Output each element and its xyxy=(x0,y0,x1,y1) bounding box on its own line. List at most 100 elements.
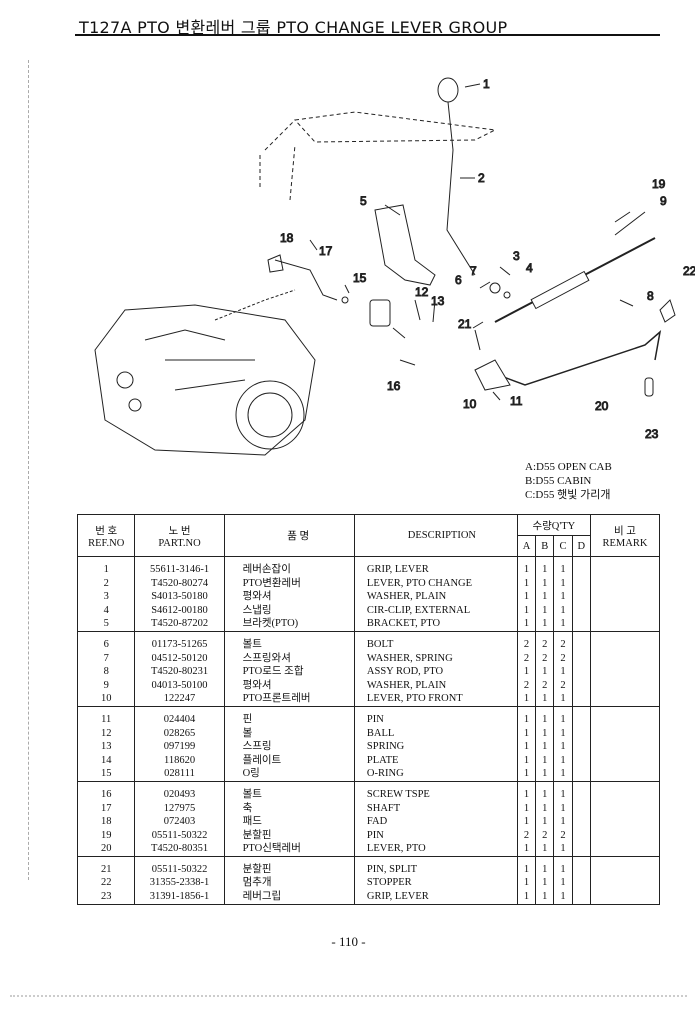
cell-d xyxy=(571,712,591,727)
cell-part: 072403 xyxy=(134,815,225,829)
callout-11: 11 xyxy=(510,394,523,408)
cell-b: 1 xyxy=(535,665,555,679)
callout-21: 21 xyxy=(458,317,472,331)
cell-kname: 볼 xyxy=(223,726,355,741)
group-spacer xyxy=(76,556,661,563)
binding-margin-line xyxy=(28,60,29,880)
page-title: T127A PTO 변환레버 그룹 PTO CHANGE LEVER GROUP xyxy=(79,18,508,37)
cell-b: 1 xyxy=(535,603,555,618)
cell-desc: WASHER, SPRING xyxy=(353,651,518,666)
cell-b: 1 xyxy=(535,842,555,857)
cell-a: 2 xyxy=(516,651,537,666)
parts-table: 번 호 REF.NO 노 번 PART.NO 품 명 DESCRIPTION 수… xyxy=(76,514,661,905)
callout-22: 22 xyxy=(683,264,695,278)
cell-ref: 22 xyxy=(76,876,136,891)
cell-part: 020493 xyxy=(134,787,225,802)
cell-c: 1 xyxy=(553,767,573,782)
cell-a: 1 xyxy=(516,576,537,591)
cell-kname: O링 xyxy=(223,767,355,782)
cell-a: 1 xyxy=(516,590,537,604)
cell-kname: PTO프론트레버 xyxy=(223,692,355,707)
cell-desc: PIN xyxy=(353,712,518,727)
cell-c: 1 xyxy=(553,876,573,891)
cell-kname: 평와셔 xyxy=(223,678,355,693)
cell-b: 1 xyxy=(535,617,555,632)
cell-ref: 3 xyxy=(76,590,136,604)
grip-lever-part xyxy=(644,377,654,397)
cell-part: 31391-1856-1 xyxy=(134,890,225,905)
cell-desc: ASSY ROD, PTO xyxy=(353,665,518,679)
cell-ref: 7 xyxy=(76,651,136,666)
cell-d xyxy=(571,801,591,816)
cell-rem xyxy=(589,815,661,829)
cell-part: 118620 xyxy=(134,753,225,768)
cell-part: 122247 xyxy=(134,692,225,707)
cell-d xyxy=(571,576,591,591)
cell-c: 1 xyxy=(553,590,573,604)
cell-rem xyxy=(589,576,661,591)
cell-c: 1 xyxy=(553,692,573,707)
cell-desc: PIN xyxy=(353,828,518,843)
exploded-parts-diagram: 1 2 3 4 5 6 7 8 9 10 11 12 13 15 16 17 1… xyxy=(55,60,697,460)
cell-desc: WASHER, PLAIN xyxy=(353,678,518,693)
cell-rem xyxy=(589,563,661,577)
cell-d xyxy=(571,637,591,652)
cell-part: 127975 xyxy=(134,801,225,816)
cell-kname: 평와셔 xyxy=(223,590,355,604)
cell-b: 1 xyxy=(535,876,555,891)
cell-d xyxy=(571,862,591,877)
col-part: 노 번 PART.NO xyxy=(134,514,225,557)
cell-ref: 8 xyxy=(76,665,136,679)
cell-kname: 축 xyxy=(223,801,355,816)
cell-a: 1 xyxy=(516,740,537,754)
callout-2: 2 xyxy=(478,171,485,185)
cell-a: 1 xyxy=(516,842,537,857)
cell-b: 1 xyxy=(535,590,555,604)
cell-rem xyxy=(589,603,661,618)
col-desc: DESCRIPTION xyxy=(353,514,518,557)
cell-rem xyxy=(589,590,661,604)
cell-rem xyxy=(589,617,661,632)
cell-desc: BALL xyxy=(353,726,518,741)
cell-c: 2 xyxy=(553,828,573,843)
cell-rem xyxy=(589,678,661,693)
cell-d xyxy=(571,590,591,604)
cell-rem xyxy=(589,828,661,843)
cell-kname: 멈추개 xyxy=(223,876,355,891)
cell-b: 1 xyxy=(535,767,555,782)
cell-d xyxy=(571,651,591,666)
cell-b: 1 xyxy=(535,563,555,577)
change-lever-part xyxy=(447,101,454,151)
callout-23: 23 xyxy=(645,427,659,441)
cell-c: 1 xyxy=(553,563,573,577)
cell-c: 1 xyxy=(553,890,573,905)
cell-b: 1 xyxy=(535,692,555,707)
cell-rem xyxy=(589,740,661,754)
callout-4: 4 xyxy=(526,261,533,275)
plate-part xyxy=(369,299,391,327)
cell-c: 2 xyxy=(553,637,573,652)
col-ref: 번 호 REF.NO xyxy=(76,514,136,557)
diagram-canvas: 1 2 3 4 5 6 7 8 9 10 11 12 13 15 16 17 1… xyxy=(94,77,697,456)
cell-a: 1 xyxy=(516,603,537,618)
cell-ref: 14 xyxy=(76,753,136,768)
col-kname: 품 명 xyxy=(223,514,355,557)
legend-a: A:D55 OPEN CAB xyxy=(525,461,612,473)
cell-c: 1 xyxy=(553,842,573,857)
cell-kname: 스프링 xyxy=(223,740,355,754)
callout-6: 6 xyxy=(455,273,462,287)
cell-part: T4520-80274 xyxy=(134,576,225,591)
cell-a: 2 xyxy=(516,828,537,843)
cell-part: 028111 xyxy=(134,767,225,782)
cell-ref: 4 xyxy=(76,603,136,618)
